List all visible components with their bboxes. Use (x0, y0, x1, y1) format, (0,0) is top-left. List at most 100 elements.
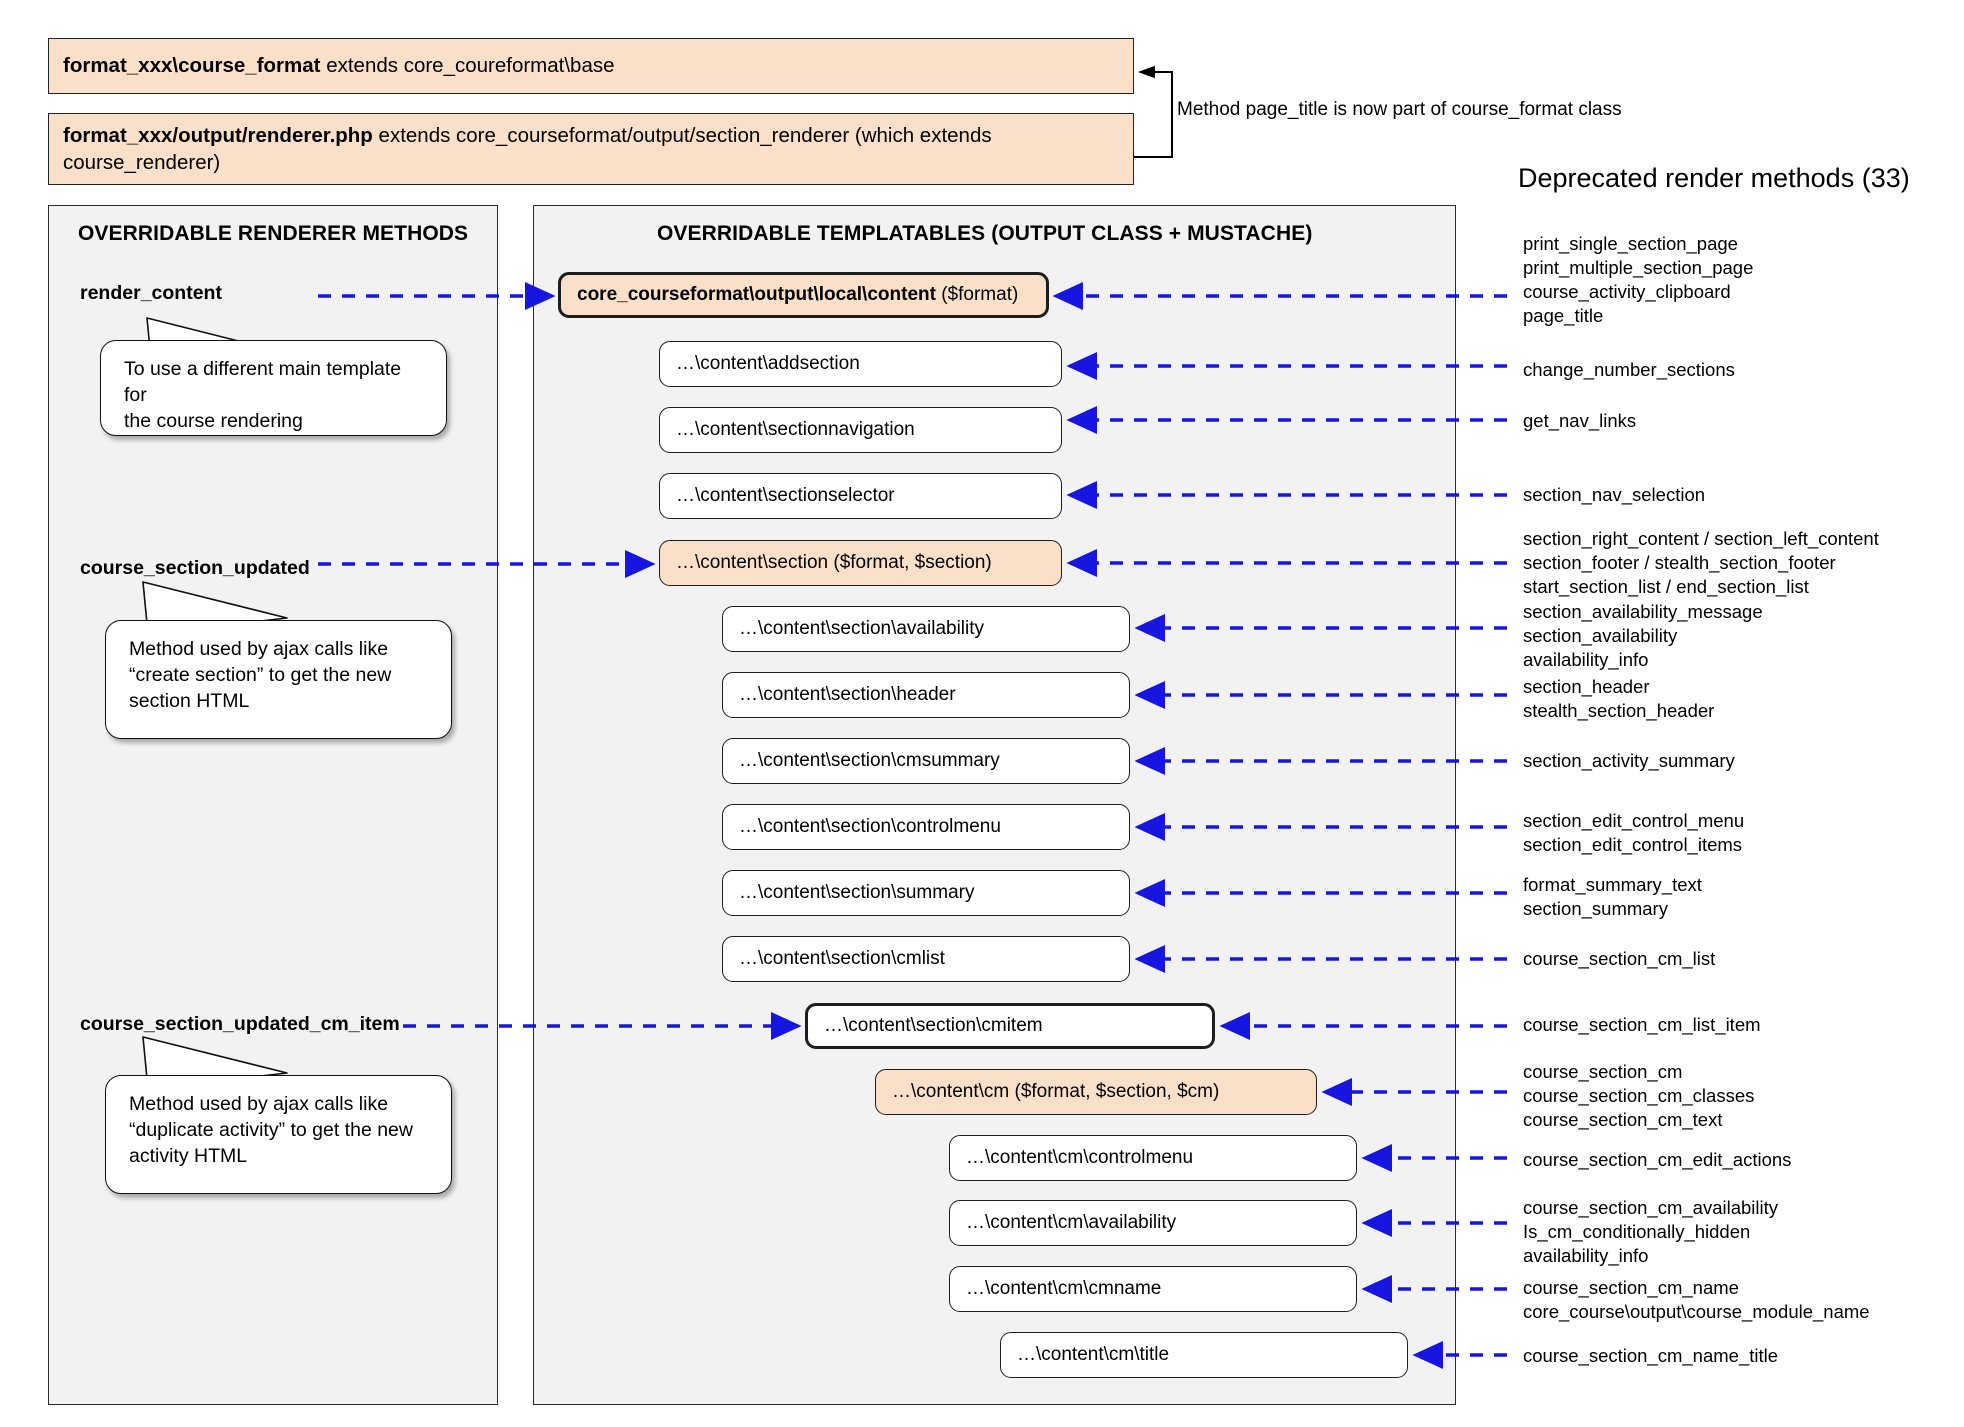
box-label: …\content\section ($format, $section) (676, 552, 992, 573)
deprecated-method: format_summary_text (1523, 874, 1702, 895)
templatable-box-cm-availability[interactable]: …\content\cm\availability (949, 1200, 1357, 1246)
deprecated-method: start_section_list / end_section_list (1523, 576, 1809, 598)
deprecated-method: availability_info (1523, 649, 1649, 671)
renderer-header-bold: format_xxx/output/renderer.php (63, 123, 373, 147)
method-course-section-updated-cm-item: course_section_updated_cm_item (80, 1013, 400, 1035)
callout-line: activity HTML (129, 1145, 248, 1168)
templatable-box-addsection[interactable]: …\content\addsection (659, 341, 1062, 387)
box-label: …\content\sectionnavigation (676, 419, 915, 440)
deprecated-method: course_section_cm_name_title (1523, 1345, 1779, 1366)
callout-bubble-1 (100, 340, 447, 436)
callout-line: the course rendering (124, 410, 303, 433)
deprecated-group-sectionnavigation: get_nav_links (1523, 409, 1636, 433)
templatable-box-section-cmsummary[interactable]: …\content\section\cmsummary (722, 738, 1130, 784)
left-panel-title: OVERRIDABLE RENDERER METHODS (78, 222, 469, 245)
deprecated-method: availability_info (1523, 1245, 1649, 1267)
deprecated-group-section-cmitem: course_section_cm_list_item (1523, 1013, 1761, 1037)
deprecated-group-section: section_right_content / section_left_con… (1523, 527, 1879, 599)
renderer-header-rest: extends core_courseformat/output/section… (63, 123, 992, 174)
box-bold-text: core_courseformat\output\local\content (577, 284, 936, 305)
deprecated-method: section_header (1523, 676, 1650, 697)
deprecated-method: stealth_section_header (1523, 700, 1715, 722)
callout-line: Method used by ajax calls like (129, 1093, 389, 1115)
box-label: …\content\addsection (676, 353, 860, 374)
templatable-box-sectionselector[interactable]: …\content\sectionselector (659, 473, 1062, 519)
templatable-box-section-cmitem[interactable]: …\content\section\cmitem (805, 1003, 1215, 1049)
templatable-box-cm-controlmenu[interactable]: …\content\cm\controlmenu (949, 1135, 1357, 1181)
deprecated-method: course_activity_clipboard (1523, 281, 1731, 303)
templatable-box-section-header[interactable]: …\content\section\header (722, 672, 1130, 718)
deprecated-method: section_edit_control_items (1523, 834, 1743, 856)
box-label: …\content\cm\cmname (966, 1278, 1162, 1299)
deprecated-method: course_section_cm_edit_actions (1523, 1149, 1792, 1170)
deprecated-method: course_section_cm_text (1523, 1109, 1723, 1131)
deprecated-group-cm-cmname: course_section_cm_name core_course\outpu… (1523, 1276, 1870, 1324)
deprecated-method: section_right_content / section_left_con… (1523, 528, 1879, 549)
deprecated-group-section-controlmenu: section_edit_control_menu section_edit_c… (1523, 809, 1744, 857)
deprecated-group-cm-controlmenu: course_section_cm_edit_actions (1523, 1148, 1791, 1172)
wire-page-title-elbow (1134, 65, 1173, 158)
box-label: …\content\sectionselector (676, 485, 895, 506)
box-label: …\content\cm\title (1017, 1344, 1170, 1365)
templatable-box-cm-cmname[interactable]: …\content\cm\cmname (949, 1266, 1357, 1312)
deprecated-group-section-cmlist: course_section_cm_list (1523, 947, 1715, 971)
deprecated-group-section-cmsummary: section_activity_summary (1523, 749, 1735, 773)
callout-text-2: Method used by ajax calls like “create s… (105, 620, 450, 714)
deprecated-group-content: print_single_section_page print_multiple… (1523, 232, 1753, 328)
box-label: …\content\cm ($format, $section, $cm) (892, 1081, 1220, 1102)
callout-line: To use a different main template for (124, 358, 402, 407)
center-panel-title: OVERRIDABLE TEMPLATABLES (OUTPUT CLASS +… (657, 222, 1313, 245)
method-render-content: render_content (80, 282, 222, 304)
deprecated-method: course_section_cm_classes (1523, 1085, 1755, 1107)
page-title-note: Method page_title is now part of course_… (1177, 99, 1622, 120)
deprecated-title: Deprecated render methods (33) (1518, 163, 1910, 193)
templatable-box-cm-title[interactable]: …\content\cm\title (1000, 1332, 1408, 1378)
deprecated-method: section_availability (1523, 625, 1678, 647)
deprecated-method: page_title (1523, 305, 1604, 327)
renderer-header-box: format_xxx/output/renderer.php extends c… (48, 113, 1134, 185)
deprecated-method: section_availability_message (1523, 601, 1763, 622)
box-label: …\content\section\cmitem (824, 1015, 1043, 1036)
deprecated-group-addsection: change_number_sections (1523, 358, 1735, 382)
callout-bubble-2 (105, 620, 452, 739)
deprecated-method: section_nav_selection (1523, 484, 1706, 505)
templatable-box-section-availability[interactable]: …\content\section\availability (722, 606, 1130, 652)
box-label: …\content\cm\availability (966, 1212, 1177, 1233)
templatable-box-sectionnavigation[interactable]: …\content\sectionnavigation (659, 407, 1062, 453)
box-label: …\content\section\cmsummary (739, 750, 1000, 771)
templatable-box-content[interactable]: core_courseformat\output\local\content (… (558, 272, 1049, 318)
callout-line: Method used by ajax calls like (129, 638, 389, 660)
class-header-rest: extends core_coureformat\base (320, 54, 615, 78)
deprecated-group-cm-title: course_section_cm_name_title (1523, 1344, 1778, 1368)
templatable-box-section-controlmenu[interactable]: …\content\section\controlmenu (722, 804, 1130, 850)
method-course-section-updated: course_section_updated (80, 557, 310, 579)
deprecated-method: course_section_cm_availability (1523, 1197, 1779, 1218)
class-header-box: format_xxx\course_format extends core_co… (48, 38, 1134, 94)
templatable-box-section-summary[interactable]: …\content\section\summary (722, 870, 1130, 916)
callout-line: “duplicate activity” to get the new (129, 1119, 413, 1142)
box-label: …\content\section\summary (739, 882, 975, 903)
deprecated-method: course_section_cm_name (1523, 1277, 1739, 1298)
deprecated-method: section_footer / stealth_section_footer (1523, 552, 1836, 574)
box-label: …\content\section\cmlist (739, 948, 945, 969)
deprecated-group-section-availability: section_availability_message section_ava… (1523, 600, 1763, 672)
deprecated-group-cm: course_section_cm course_section_cm_clas… (1523, 1060, 1754, 1132)
templatable-box-section[interactable]: …\content\section ($format, $section) (659, 540, 1062, 586)
deprecated-method: get_nav_links (1523, 410, 1637, 431)
deprecated-method: section_edit_control_menu (1523, 810, 1745, 831)
deprecated-method: Is_cm_conditionally_hidden (1523, 1221, 1751, 1243)
callout-line: section HTML (129, 690, 250, 713)
callout-line: “create section” to get the new (129, 664, 392, 687)
deprecated-method: section_summary (1523, 898, 1668, 920)
box-label: …\content\cm\controlmenu (966, 1147, 1194, 1168)
templatable-box-cm[interactable]: …\content\cm ($format, $section, $cm) (875, 1069, 1317, 1115)
deprecated-method: course_section_cm (1523, 1061, 1683, 1082)
deprecated-group-section-summary: format_summary_text section_summary (1523, 873, 1702, 921)
deprecated-method: core_course\output\course_module_name (1523, 1301, 1870, 1323)
callout-text-1: To use a different main template for the… (100, 340, 445, 434)
deprecated-method: course_section_cm_list_item (1523, 1014, 1761, 1035)
deprecated-method: print_multiple_section_page (1523, 257, 1754, 279)
callout-bubble-3 (105, 1075, 452, 1194)
templatable-box-section-cmlist[interactable]: …\content\section\cmlist (722, 936, 1130, 982)
